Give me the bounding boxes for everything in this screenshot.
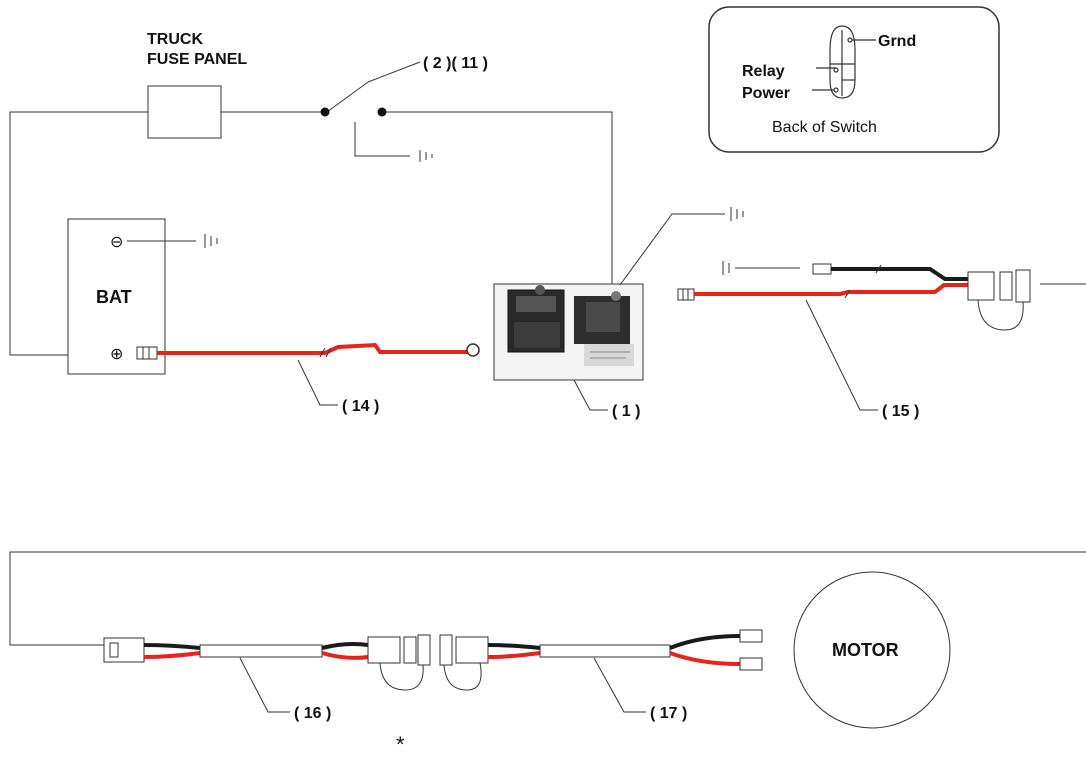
wire-16-negative-left <box>143 643 201 650</box>
wire-15-ring-terminal <box>677 288 695 301</box>
battery-box <box>67 218 166 375</box>
wire-fuse-to-battery <box>9 111 148 356</box>
switch-back-icon <box>812 25 876 99</box>
switch-callout-leader <box>367 61 421 83</box>
wire-14-ring-terminal <box>466 343 480 357</box>
callout-15-leader <box>805 299 878 411</box>
wire-17-negative-terminal <box>739 629 763 643</box>
fuse-panel-label-line1: TRUCK <box>147 31 203 48</box>
callout-17: ( 17 ) <box>650 705 687 722</box>
power-label: Power <box>742 85 790 102</box>
wire-17-positive <box>669 651 741 666</box>
switch-terminal-right <box>377 107 387 117</box>
switch-ground-wire <box>354 122 410 157</box>
wire-bottom-loop <box>9 551 1086 646</box>
callout-1-leader <box>573 379 608 411</box>
wire-16-connector-left <box>103 637 145 663</box>
motor-label: MOTOR <box>832 640 899 660</box>
wire-15-connector <box>967 269 1031 331</box>
fuse-panel-box <box>147 85 222 139</box>
switch-back-panel <box>708 6 1000 153</box>
battery-label: BAT <box>96 287 132 307</box>
callout-1: ( 1 ) <box>612 403 640 420</box>
wire-16-sheath <box>199 644 323 658</box>
wire-17-negative <box>669 634 741 650</box>
wire-14-positive <box>157 342 468 355</box>
battery-positive-symbol: ⊕ <box>110 346 123 363</box>
callout-16: ( 16 ) <box>294 705 331 722</box>
switch-back-caption: Back of Switch <box>772 119 877 136</box>
relay-ground-wire <box>619 213 725 286</box>
motor-circle <box>793 571 951 729</box>
callout-15: ( 15 ) <box>882 403 919 420</box>
grnd-label: Grnd <box>878 33 916 50</box>
callout-17-leader <box>593 657 646 713</box>
wire-15-negative <box>831 267 968 281</box>
footnote-asterisk: * <box>396 732 405 757</box>
relay-label: Relay <box>742 63 785 80</box>
battery-negative-symbol: ⊖ <box>110 234 123 251</box>
wire-17-sheath <box>539 644 671 658</box>
wire-15-positive <box>694 283 968 296</box>
callout-14-leader <box>297 359 338 406</box>
switch-callout-label: ( 2 )( 11 ) <box>423 55 488 72</box>
wire-switch-to-relay <box>383 111 613 285</box>
switch-blade <box>326 81 369 113</box>
callout-14: ( 14 ) <box>342 398 379 415</box>
wire-16-positive-left <box>143 651 201 659</box>
switch-terminal-left <box>320 107 330 117</box>
wire-17-connector-left <box>439 634 489 691</box>
relay-module <box>493 283 644 381</box>
fuse-panel-label-line2: FUSE PANEL <box>147 51 247 68</box>
callout-16-leader <box>239 657 290 713</box>
wire-17-positive-terminal <box>739 657 763 671</box>
wire-16-connector-right <box>367 634 431 691</box>
